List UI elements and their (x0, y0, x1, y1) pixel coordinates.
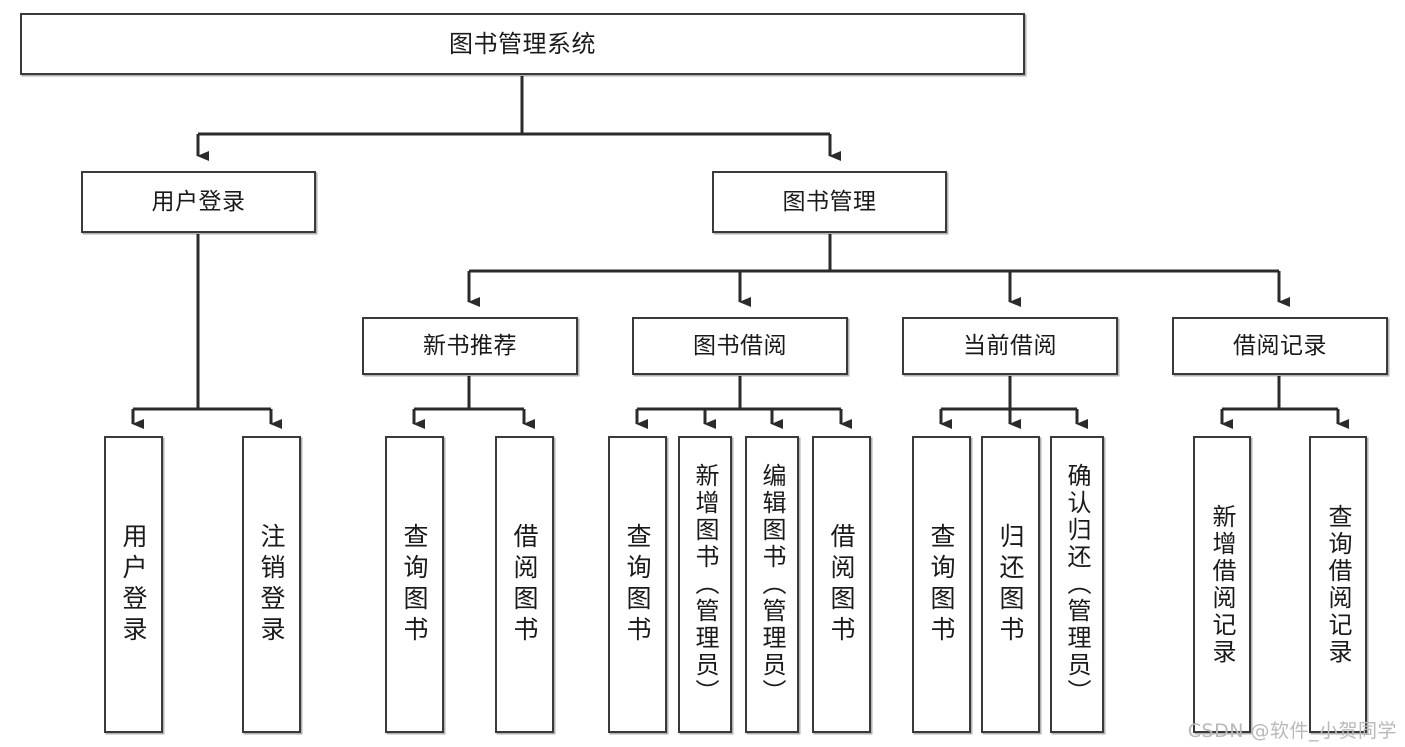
leaf-add-borrow-record[interactable]: 新增借阅记录 (1193, 436, 1251, 733)
node-label: 编辑图书（管理员） (758, 463, 786, 706)
leaf-borrow-book-recommend[interactable]: 借阅图书 (495, 436, 554, 733)
node-label: 查询图书 (623, 522, 652, 647)
leaf-query-book-current[interactable]: 查询图书 (912, 436, 971, 733)
node-label: 借阅记录 (1233, 332, 1327, 359)
node-label: 图书管理 (782, 188, 877, 215)
leaf-add-book-admin[interactable]: 新增图书（管理员） (678, 436, 732, 733)
node-new-book-recommend[interactable]: 新书推荐 (362, 317, 578, 375)
node-label: 当前借阅 (963, 332, 1057, 359)
node-borrow-record[interactable]: 借阅记录 (1172, 317, 1388, 375)
leaf-query-borrow-record[interactable]: 查询借阅记录 (1309, 436, 1367, 733)
node-label: 查询图书 (400, 522, 429, 647)
node-label: 用户登录 (119, 522, 148, 647)
node-label: 新增借阅记录 (1208, 503, 1236, 666)
leaf-logout[interactable]: 注销登录 (242, 436, 301, 733)
node-book-borrow[interactable]: 图书借阅 (632, 317, 848, 375)
node-label: 图书管理系统 (449, 29, 596, 58)
node-label: 查询图书 (927, 522, 956, 647)
node-label: 新书推荐 (423, 332, 517, 359)
watermark: CSDN @软件_小贺同学 (1187, 720, 1397, 742)
leaf-confirm-return-admin[interactable]: 确认归还（管理员） (1050, 436, 1104, 733)
node-label: 注销登录 (257, 522, 286, 647)
node-label: 确认归还（管理员） (1063, 463, 1091, 706)
node-current-borrow[interactable]: 当前借阅 (902, 317, 1118, 375)
leaf-query-book-borrow[interactable]: 查询图书 (608, 436, 667, 733)
node-book-management[interactable]: 图书管理 (712, 171, 947, 233)
leaf-borrow-book[interactable]: 借阅图书 (812, 436, 871, 733)
leaf-user-login[interactable]: 用户登录 (104, 436, 163, 733)
node-label: 用户登录 (151, 188, 246, 215)
leaf-edit-book-admin[interactable]: 编辑图书（管理员） (745, 436, 799, 733)
node-user-login[interactable]: 用户登录 (81, 171, 316, 233)
node-label: 归还图书 (996, 522, 1025, 647)
node-label: 图书借阅 (693, 332, 787, 359)
node-label: 查询借阅记录 (1324, 503, 1352, 666)
leaf-query-book-recommend[interactable]: 查询图书 (385, 436, 444, 733)
node-label: 借阅图书 (510, 522, 539, 647)
node-label: 借阅图书 (827, 522, 856, 647)
leaf-return-book[interactable]: 归还图书 (981, 436, 1040, 733)
node-label: 新增图书（管理员） (691, 463, 719, 706)
node-root[interactable]: 图书管理系统 (20, 13, 1025, 75)
